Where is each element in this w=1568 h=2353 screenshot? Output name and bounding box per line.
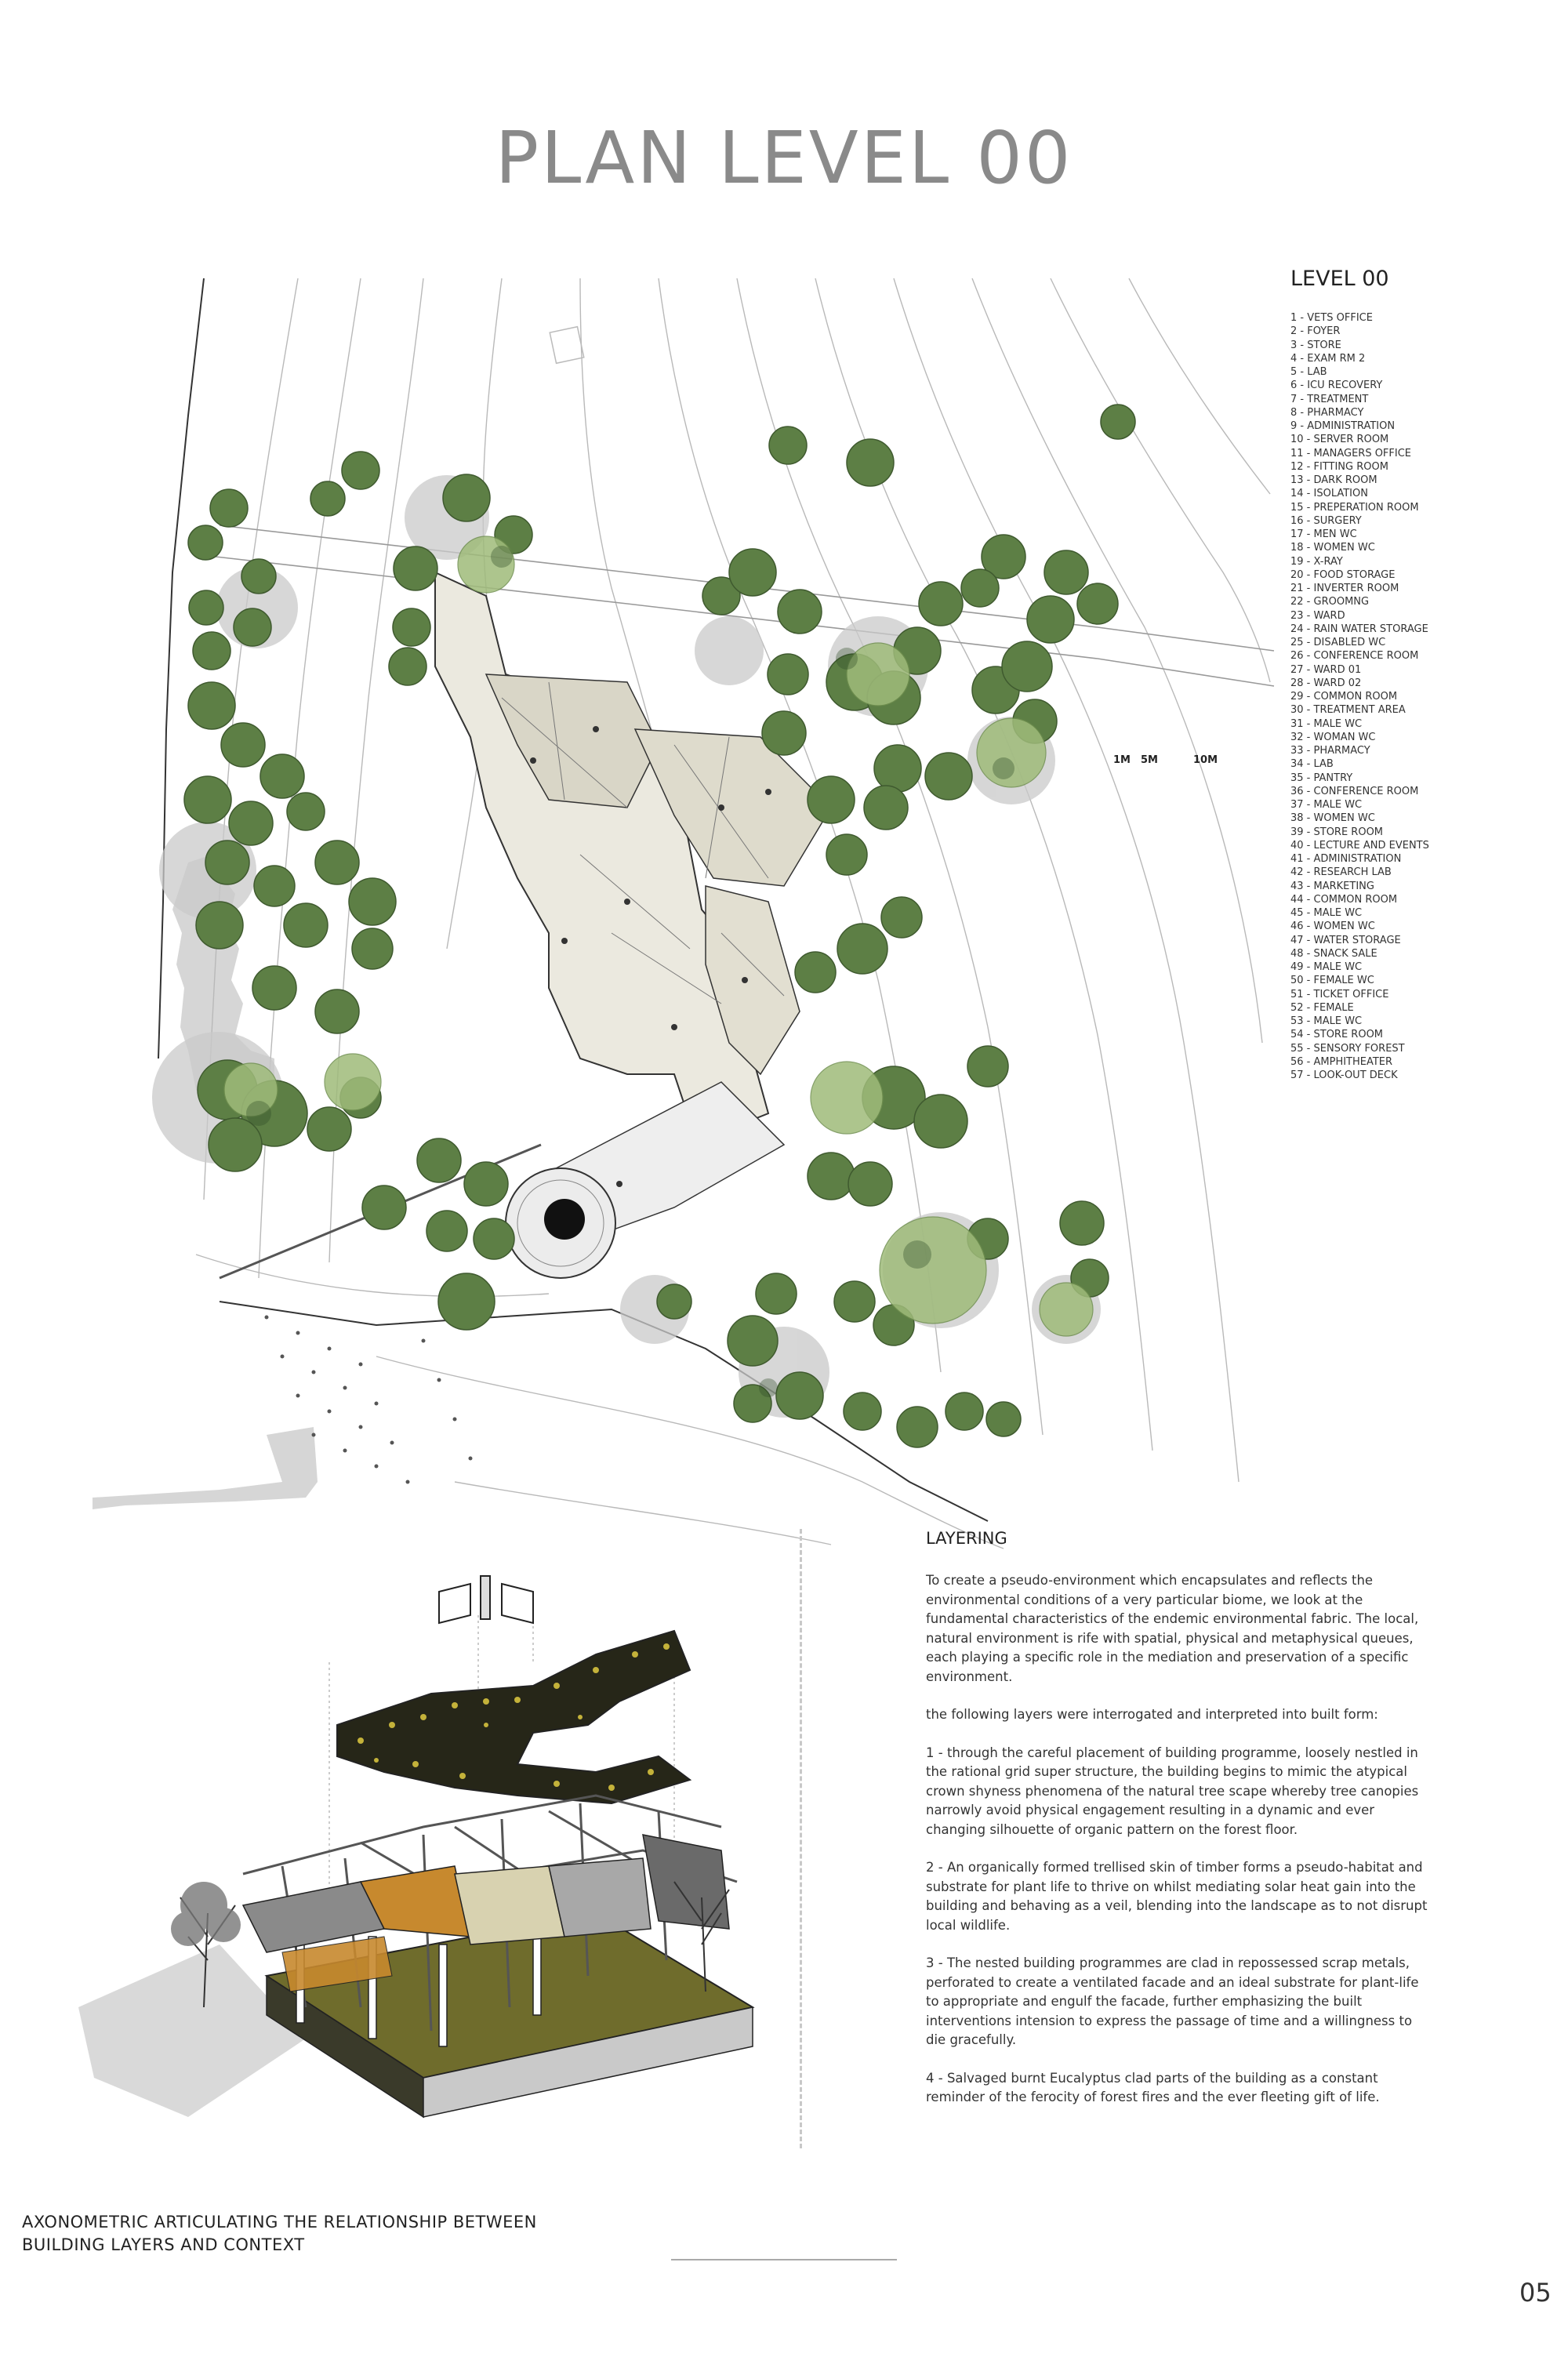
legend-item: 43 - MARKETING xyxy=(1290,880,1374,892)
legend-item: 22 - GROOMNG xyxy=(1290,596,1370,608)
layering-section: LAYERING To create a pseudo-environment … xyxy=(926,1529,1428,2126)
layering-paragraph: 4 - Salvaged burnt Eucalyptus clad parts… xyxy=(926,2070,1380,2105)
legend-item: 26 - CONFERENCE ROOM xyxy=(1290,650,1419,663)
layering-paragraph: the following layers were interrogated a… xyxy=(926,1707,1378,1722)
legend-item: 33 - PHARMACY xyxy=(1290,745,1370,757)
scale-bar-label-5m: 5M xyxy=(1141,754,1158,766)
legend-item: 41 - ADMINISTRATION xyxy=(1290,853,1402,865)
legend-item: 3 - STORE xyxy=(1290,339,1341,351)
legend-item: 25 - DISABLED WC xyxy=(1290,637,1386,648)
legend-item: 20 - FOOD STORAGE xyxy=(1290,568,1396,581)
legend-item: 35 - PANTRY xyxy=(1290,772,1353,784)
caption-rule xyxy=(671,2259,897,2260)
legend-item: 32 - WOMAN WC xyxy=(1290,731,1376,743)
legend-item: 53 - MALE WC xyxy=(1290,1015,1363,1027)
scale-bar-label-10m: 10M xyxy=(1193,754,1218,766)
legend-item: 15 - PREPERATION ROOM xyxy=(1290,501,1419,514)
legend-item: 40 - LECTURE AND EVENTS xyxy=(1290,839,1429,852)
tree-canopies xyxy=(152,404,1136,1448)
legend-item: 50 - FEMALE WC xyxy=(1290,975,1374,987)
legend-item: 18 - WOMEN WC xyxy=(1290,542,1375,554)
legend-item: 21 - INVERTER ROOM xyxy=(1290,583,1399,594)
parking-grid xyxy=(264,1315,473,1484)
site-plan-drawing xyxy=(78,259,1278,1556)
legend-item: 28 - WARD 02 xyxy=(1290,677,1362,689)
legend-item: 38 - WOMEN WC xyxy=(1290,812,1375,825)
legend-item: 4 - EXAM RM 2 xyxy=(1290,352,1366,365)
legend-item: 51 - TICKET OFFICE xyxy=(1290,988,1389,1000)
legend-item: 2 - FOYER xyxy=(1290,325,1341,338)
legend-item: 48 - SNACK SALE xyxy=(1290,947,1377,960)
layering-paragraph: 3 - The nested building programmes are c… xyxy=(926,1955,1419,2047)
legend-item: 23 - WARD xyxy=(1290,609,1345,622)
legend-item: 29 - COMMON ROOM xyxy=(1290,691,1398,703)
legend-item: 37 - MALE WC xyxy=(1290,799,1363,811)
legend-item: 47 - WATER STORAGE xyxy=(1290,934,1401,946)
legend-item: 24 - RAIN WATER STORAGE xyxy=(1290,623,1428,635)
legend-item: 6 - ICU RECOVERY xyxy=(1290,379,1383,392)
legend-item: 5 - LAB xyxy=(1290,366,1327,378)
legend-item: 19 - X-RAY xyxy=(1290,555,1343,568)
axonometric-caption: AXONOMETRIC ARTICULATING THE RELATIONSHI… xyxy=(22,2213,537,2254)
legend-item: 54 - STORE ROOM xyxy=(1290,1029,1384,1041)
legend-item: 55 - SENSORY FOREST xyxy=(1290,1042,1405,1055)
legend-item: 13 - DARK ROOM xyxy=(1290,474,1377,486)
legend-item: 45 - MALE WC xyxy=(1290,907,1363,919)
legend-item: 52 - FEMALE xyxy=(1290,1001,1354,1014)
legend-item: 10 - SERVER ROOM xyxy=(1290,434,1389,446)
legend-item: 1 - VETS OFFICE xyxy=(1290,312,1373,324)
axonometric-drawing xyxy=(47,1568,784,2167)
legend-item: 14 - ISOLATION xyxy=(1290,488,1368,500)
legend-item: 42 - RESEARCH LAB xyxy=(1290,866,1392,879)
legend-title: LEVEL 00 xyxy=(1290,267,1389,291)
layering-paragraph: 1 - through the careful placement of bui… xyxy=(926,1745,1419,1837)
building-footprint xyxy=(434,571,832,1240)
scale-bar-label-1m: 1M xyxy=(1113,754,1131,766)
legend-item: 16 - SURGERY xyxy=(1290,514,1362,527)
room-legend: LEVEL 00 1 - VETS OFFICE 2 - FOYER 3 - S… xyxy=(1290,267,1557,1082)
page-title: PLAN LEVEL 00 xyxy=(495,116,1073,200)
legend-item: 39 - STORE ROOM xyxy=(1290,826,1384,838)
legend-item: 57 - LOOK-OUT DECK xyxy=(1290,1069,1398,1081)
page-number: 05 xyxy=(1519,2278,1552,2308)
legend-list: 1 - VETS OFFICE 2 - FOYER 3 - STORE 4 - … xyxy=(1290,311,1557,1082)
legend-item: 46 - WOMEN WC xyxy=(1290,921,1375,933)
legend-item: 27 - WARD 01 xyxy=(1290,663,1362,676)
legend-item: 30 - TREATMENT AREA xyxy=(1290,704,1406,717)
legend-item: 31 - MALE WC xyxy=(1290,717,1363,730)
legend-item: 9 - ADMINISTRATION xyxy=(1290,420,1396,432)
legend-item: 34 - LAB xyxy=(1290,758,1334,771)
small-structure xyxy=(549,325,585,365)
layering-paragraph: 2 - An organically formed trellised skin… xyxy=(926,1860,1428,1933)
legend-item: 7 - TREATMENT xyxy=(1290,393,1369,405)
section-divider xyxy=(800,1529,802,2148)
legend-item: 17 - MEN WC xyxy=(1290,528,1357,540)
site-boundary xyxy=(158,278,989,1522)
legend-item: 12 - FITTING ROOM xyxy=(1290,460,1388,473)
layering-heading: LAYERING xyxy=(926,1529,1007,1548)
legend-item: 8 - PHARMACY xyxy=(1290,406,1364,419)
legend-item: 11 - MANAGERS OFFICE xyxy=(1290,447,1412,459)
legend-item: 56 - AMPHITHEATER xyxy=(1290,1055,1393,1068)
legend-item: 36 - CONFERENCE ROOM xyxy=(1290,785,1419,797)
legend-item: 44 - COMMON ROOM xyxy=(1290,893,1398,906)
legend-item: 49 - MALE WC xyxy=(1290,961,1363,973)
amphitheater xyxy=(505,1167,616,1279)
layering-paragraph: To create a pseudo-environment which enc… xyxy=(926,1573,1419,1684)
